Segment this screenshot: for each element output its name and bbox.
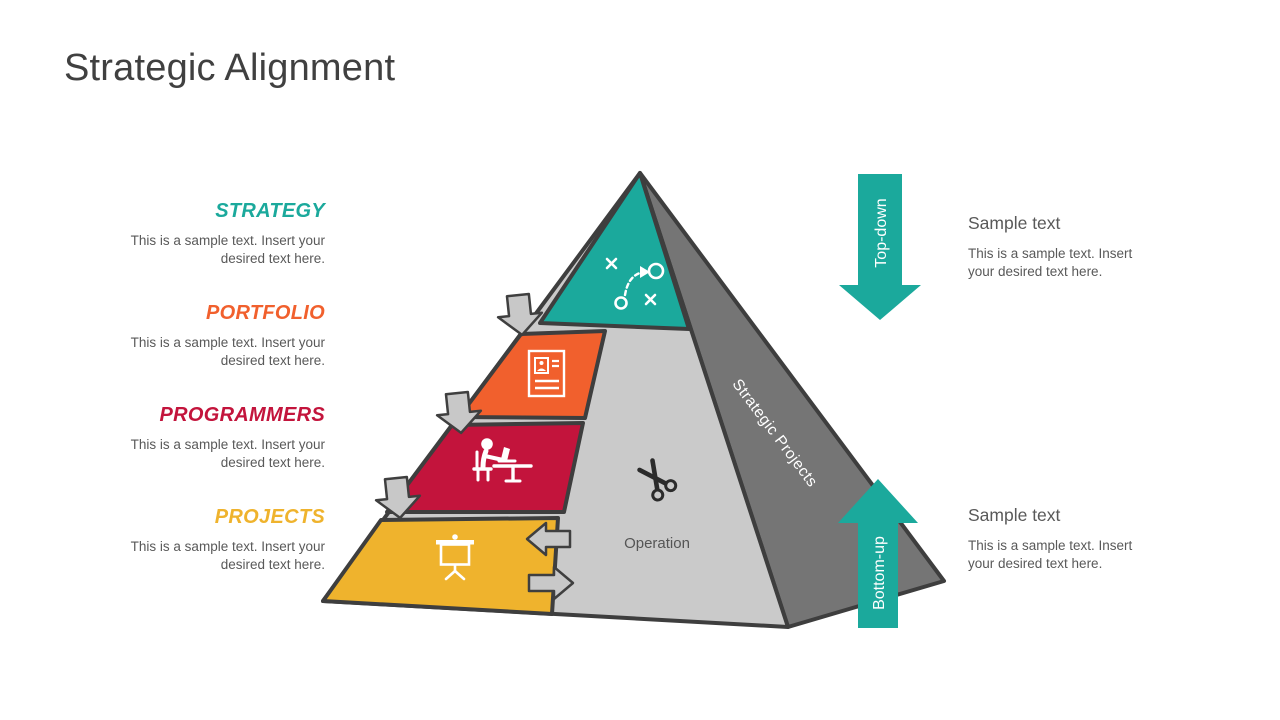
sample-text-heading-bottom: Sample text: [968, 505, 1061, 525]
bottom-up-arrow: Bottom-up: [838, 479, 918, 628]
sample-text-body-top: This is a sample text. Insert your desir…: [968, 246, 1133, 279]
bottom-up-label: Bottom-up: [871, 536, 888, 610]
programmers-body: This is a sample text. Insert your desir…: [130, 437, 325, 470]
scissors-icon: [637, 458, 678, 502]
sample-text-body-bottom: This is a sample text. Insert your desir…: [968, 538, 1133, 571]
exchange-arrow-left: [525, 521, 572, 557]
strategy-body: This is a sample text. Insert your desir…: [130, 233, 325, 266]
left-item-strategy: STRATEGY This is a sample text. Insert y…: [129, 200, 325, 268]
right-item-top: Sample text This is a sample text. Inser…: [968, 213, 1158, 281]
layer-portfolio: [457, 329, 607, 420]
step-arrow-down-3: [374, 475, 422, 520]
projects-body: This is a sample text. Insert your desir…: [130, 539, 325, 572]
layer-projects: [321, 516, 560, 616]
programmers-heading: PROGRAMMERS: [159, 404, 325, 426]
step-arrow-down-2: [435, 390, 483, 435]
right-item-bottom: Sample text This is a sample text. Inser…: [968, 505, 1158, 573]
projects-heading: PROJECTS: [214, 506, 325, 528]
person-at-desk-icon: [472, 438, 533, 483]
strategy-heading: STRATEGY: [215, 200, 325, 222]
document-portfolio-icon: [527, 349, 566, 398]
portfolio-heading: PORTFOLIO: [206, 302, 325, 324]
operation-label: Operation: [624, 535, 690, 552]
layer-strategy: [538, 171, 691, 331]
presentation-board-icon: [436, 534, 474, 581]
left-item-portfolio: PORTFOLIO This is a sample text. Insert …: [129, 302, 325, 370]
top-down-label: Top-down: [873, 198, 890, 267]
left-item-projects: PROJECTS This is a sample text. Insert y…: [129, 506, 325, 574]
left-item-programmers: PROGRAMMERS This is a sample text. Inser…: [129, 404, 325, 472]
top-down-arrow: Top-down: [839, 174, 921, 320]
sample-text-heading-top: Sample text: [968, 213, 1061, 233]
page-title: Strategic Alignment: [64, 47, 396, 89]
portfolio-body: This is a sample text. Insert your desir…: [130, 335, 325, 368]
step-arrow-down-1: [496, 292, 544, 337]
tactics-plan-icon: [605, 257, 665, 310]
exchange-arrow-right: [527, 565, 575, 601]
